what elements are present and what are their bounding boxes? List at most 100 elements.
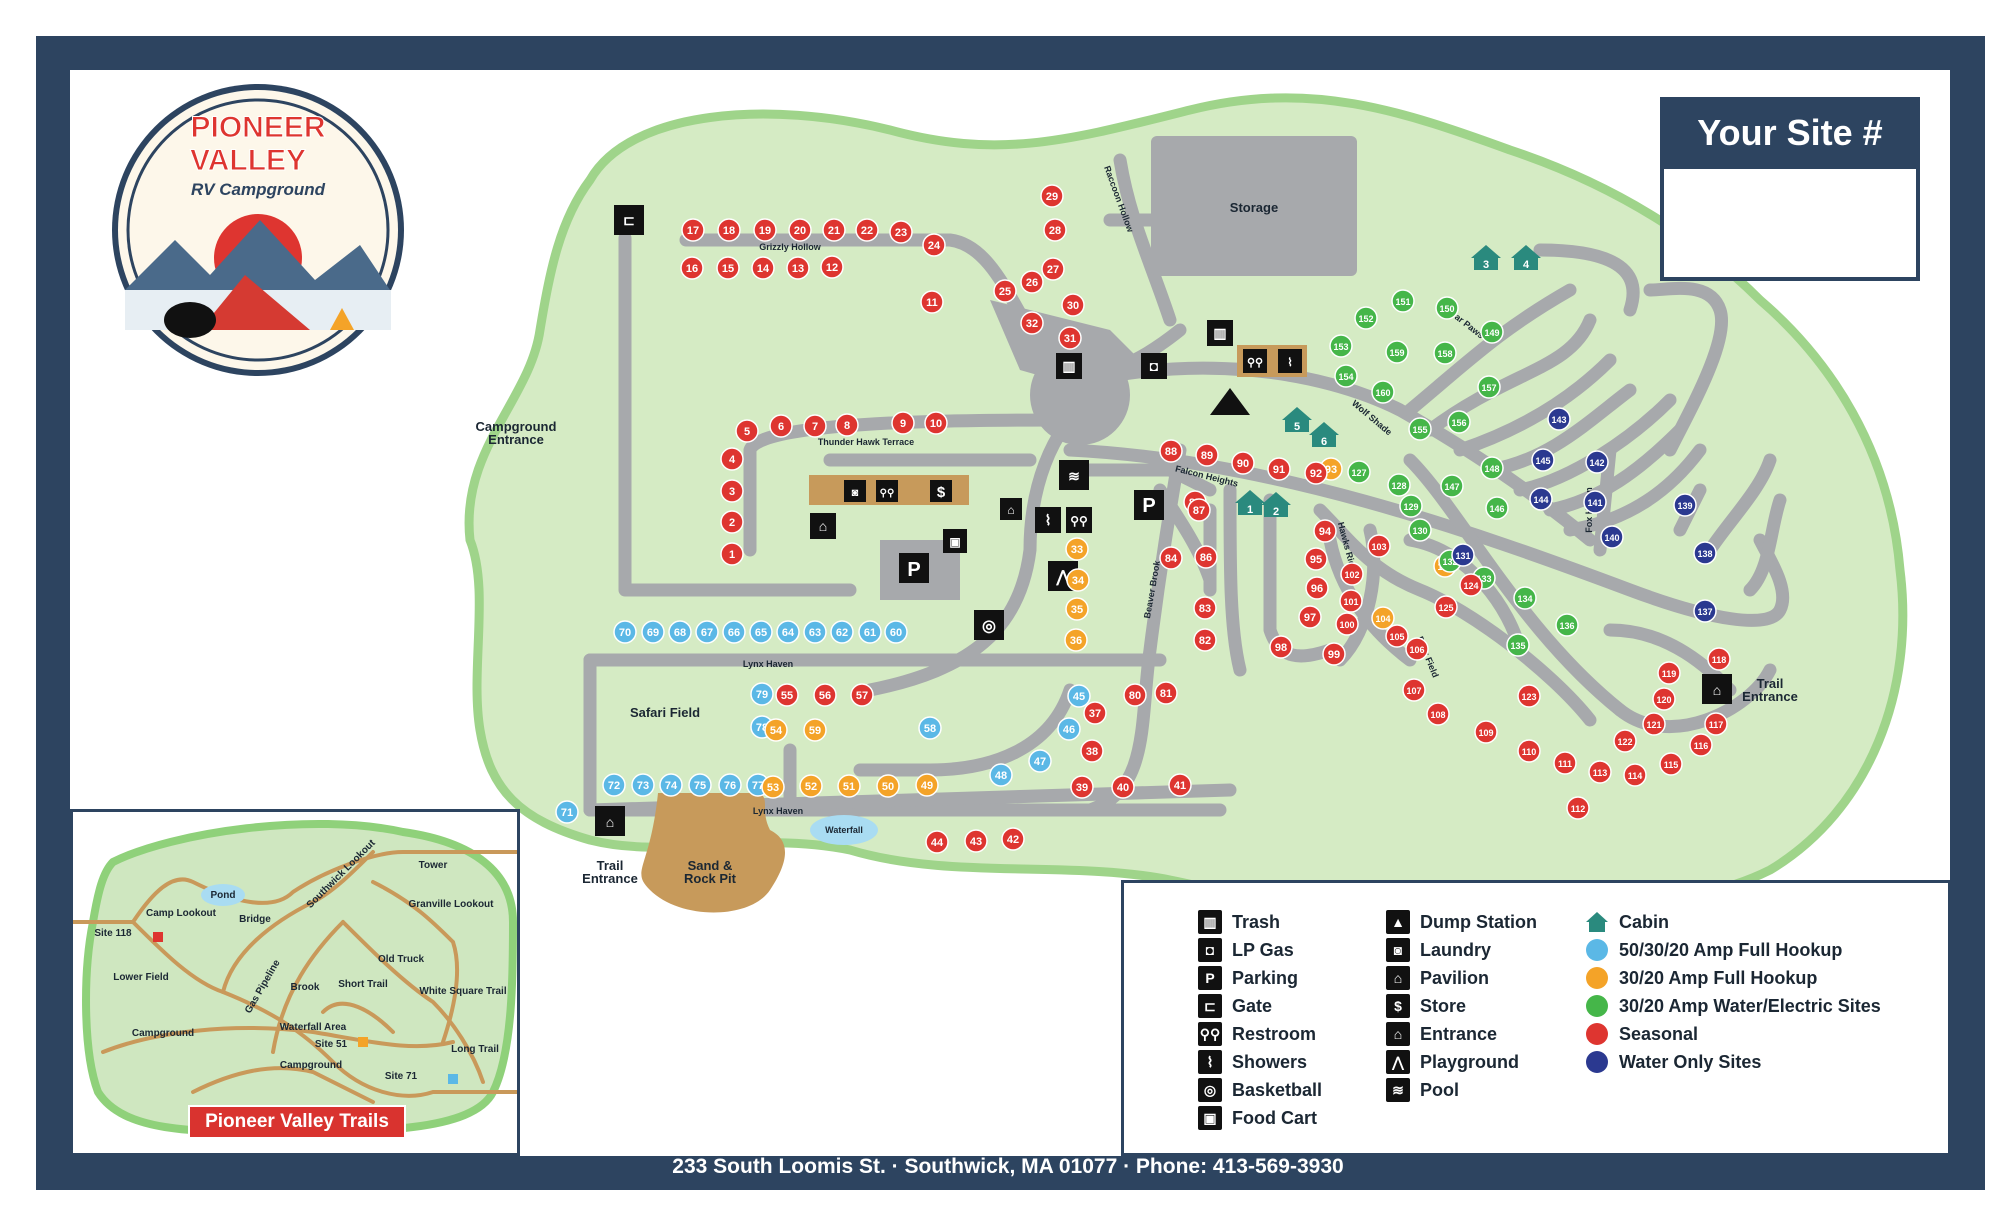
- site-marker-7[interactable]: 7: [803, 414, 827, 438]
- site-marker-20[interactable]: 20: [788, 218, 812, 242]
- site-marker-157[interactable]: 157: [1477, 375, 1501, 399]
- site-marker-135[interactable]: 135: [1506, 633, 1530, 657]
- site-marker-18[interactable]: 18: [717, 218, 741, 242]
- site-marker-112[interactable]: 112: [1566, 796, 1590, 820]
- site-marker-5[interactable]: 5: [735, 419, 759, 443]
- site-marker-3[interactable]: 3: [720, 479, 744, 503]
- site-marker-87[interactable]: 87: [1187, 498, 1211, 522]
- cabin-marker-4[interactable]: 4: [1511, 245, 1541, 271]
- site-marker-122[interactable]: 122: [1613, 729, 1637, 753]
- entrance-icon[interactable]: ⌂: [1000, 498, 1022, 520]
- site-marker-48[interactable]: 48: [989, 763, 1013, 787]
- site-marker-25[interactable]: 25: [993, 279, 1017, 303]
- site-marker-117[interactable]: 117: [1704, 712, 1728, 736]
- restroom-icon-3[interactable]: ⚲⚲: [1066, 507, 1092, 533]
- site-marker-141[interactable]: 141: [1583, 490, 1607, 514]
- site-marker-19[interactable]: 19: [753, 218, 777, 242]
- site-marker-106[interactable]: 106: [1405, 637, 1429, 661]
- site-marker-49[interactable]: 49: [915, 773, 939, 797]
- site-marker-75[interactable]: 75: [688, 773, 712, 797]
- site-marker-131[interactable]: 131: [1451, 543, 1475, 567]
- site-marker-156[interactable]: 156: [1447, 410, 1471, 434]
- laundry-icon[interactable]: ◙: [844, 480, 866, 502]
- site-marker-46[interactable]: 46: [1057, 717, 1081, 741]
- gate-icon[interactable]: ⊏: [614, 205, 644, 235]
- site-marker-40[interactable]: 40: [1111, 775, 1135, 799]
- site-marker-73[interactable]: 73: [631, 773, 655, 797]
- site-marker-34[interactable]: 34: [1066, 568, 1090, 592]
- site-marker-61[interactable]: 61: [858, 620, 882, 644]
- site-marker-71[interactable]: 71: [555, 800, 579, 824]
- site-marker-120[interactable]: 120: [1652, 687, 1676, 711]
- entrance-icon-2[interactable]: ⌂: [595, 806, 625, 836]
- lp-gas-icon[interactable]: ◘: [1141, 353, 1167, 379]
- site-marker-158[interactable]: 158: [1433, 341, 1457, 365]
- your-site-field[interactable]: [1664, 169, 1916, 277]
- site-marker-105[interactable]: 105: [1385, 624, 1409, 648]
- site-marker-89[interactable]: 89: [1195, 443, 1219, 467]
- site-marker-70[interactable]: 70: [613, 620, 637, 644]
- site-marker-142[interactable]: 142: [1585, 450, 1609, 474]
- site-marker-63[interactable]: 63: [803, 620, 827, 644]
- site-marker-13[interactable]: 13: [786, 256, 810, 280]
- site-marker-24[interactable]: 24: [922, 233, 946, 257]
- site-marker-31[interactable]: 31: [1058, 326, 1082, 350]
- site-marker-42[interactable]: 42: [1001, 827, 1025, 851]
- site-marker-147[interactable]: 147: [1440, 474, 1464, 498]
- pavilion-icon[interactable]: ⌂: [810, 513, 836, 539]
- cabin-marker-1[interactable]: 1: [1235, 490, 1265, 516]
- site-marker-110[interactable]: 110: [1517, 739, 1541, 763]
- site-marker-23[interactable]: 23: [889, 220, 913, 244]
- site-marker-69[interactable]: 69: [641, 620, 665, 644]
- site-marker-37[interactable]: 37: [1083, 701, 1107, 725]
- site-marker-108[interactable]: 108: [1426, 702, 1450, 726]
- site-marker-26[interactable]: 26: [1020, 270, 1044, 294]
- site-marker-82[interactable]: 82: [1193, 628, 1217, 652]
- site-marker-22[interactable]: 22: [855, 218, 879, 242]
- site-marker-53[interactable]: 53: [761, 775, 785, 799]
- site-marker-96[interactable]: 96: [1305, 576, 1329, 600]
- site-marker-62[interactable]: 62: [830, 620, 854, 644]
- site-marker-44[interactable]: 44: [925, 830, 949, 854]
- entrance-icon-3[interactable]: ⌂: [1702, 674, 1732, 704]
- site-marker-39[interactable]: 39: [1070, 775, 1094, 799]
- trash-icon[interactable]: ▥: [1056, 353, 1082, 379]
- site-marker-136[interactable]: 136: [1555, 613, 1579, 637]
- site-marker-81[interactable]: 81: [1154, 681, 1178, 705]
- site-marker-146[interactable]: 146: [1485, 496, 1509, 520]
- site-marker-79[interactable]: 79: [750, 682, 774, 706]
- site-marker-86[interactable]: 86: [1194, 545, 1218, 569]
- site-marker-153[interactable]: 153: [1329, 334, 1353, 358]
- site-marker-64[interactable]: 64: [776, 620, 800, 644]
- site-marker-119[interactable]: 119: [1657, 661, 1681, 685]
- site-marker-154[interactable]: 154: [1334, 364, 1358, 388]
- site-marker-27[interactable]: 27: [1041, 257, 1065, 281]
- site-marker-50[interactable]: 50: [876, 774, 900, 798]
- site-marker-123[interactable]: 123: [1517, 684, 1541, 708]
- site-marker-139[interactable]: 139: [1673, 493, 1697, 517]
- site-marker-160[interactable]: 160: [1371, 380, 1395, 404]
- site-marker-118[interactable]: 118: [1707, 647, 1731, 671]
- site-marker-8[interactable]: 8: [835, 413, 859, 437]
- site-marker-76[interactable]: 76: [718, 773, 742, 797]
- site-marker-66[interactable]: 66: [722, 620, 746, 644]
- site-marker-47[interactable]: 47: [1028, 749, 1052, 773]
- site-marker-33[interactable]: 33: [1065, 537, 1089, 561]
- site-marker-17[interactable]: 17: [681, 218, 705, 242]
- site-marker-84[interactable]: 84: [1159, 546, 1183, 570]
- site-marker-38[interactable]: 38: [1080, 739, 1104, 763]
- site-marker-35[interactable]: 35: [1065, 597, 1089, 621]
- site-marker-127[interactable]: 127: [1347, 460, 1371, 484]
- site-marker-2[interactable]: 2: [720, 510, 744, 534]
- site-marker-30[interactable]: 30: [1061, 293, 1085, 317]
- site-marker-56[interactable]: 56: [813, 683, 837, 707]
- site-marker-111[interactable]: 111: [1553, 751, 1577, 775]
- basketball-icon[interactable]: ◎: [974, 610, 1004, 640]
- site-marker-28[interactable]: 28: [1043, 218, 1067, 242]
- site-marker-43[interactable]: 43: [964, 829, 988, 853]
- site-marker-52[interactable]: 52: [799, 774, 823, 798]
- site-marker-12[interactable]: 12: [820, 255, 844, 279]
- cabin-marker-5[interactable]: 5: [1282, 407, 1312, 433]
- site-marker-149[interactable]: 149: [1480, 320, 1504, 344]
- site-marker-144[interactable]: 144: [1529, 487, 1553, 511]
